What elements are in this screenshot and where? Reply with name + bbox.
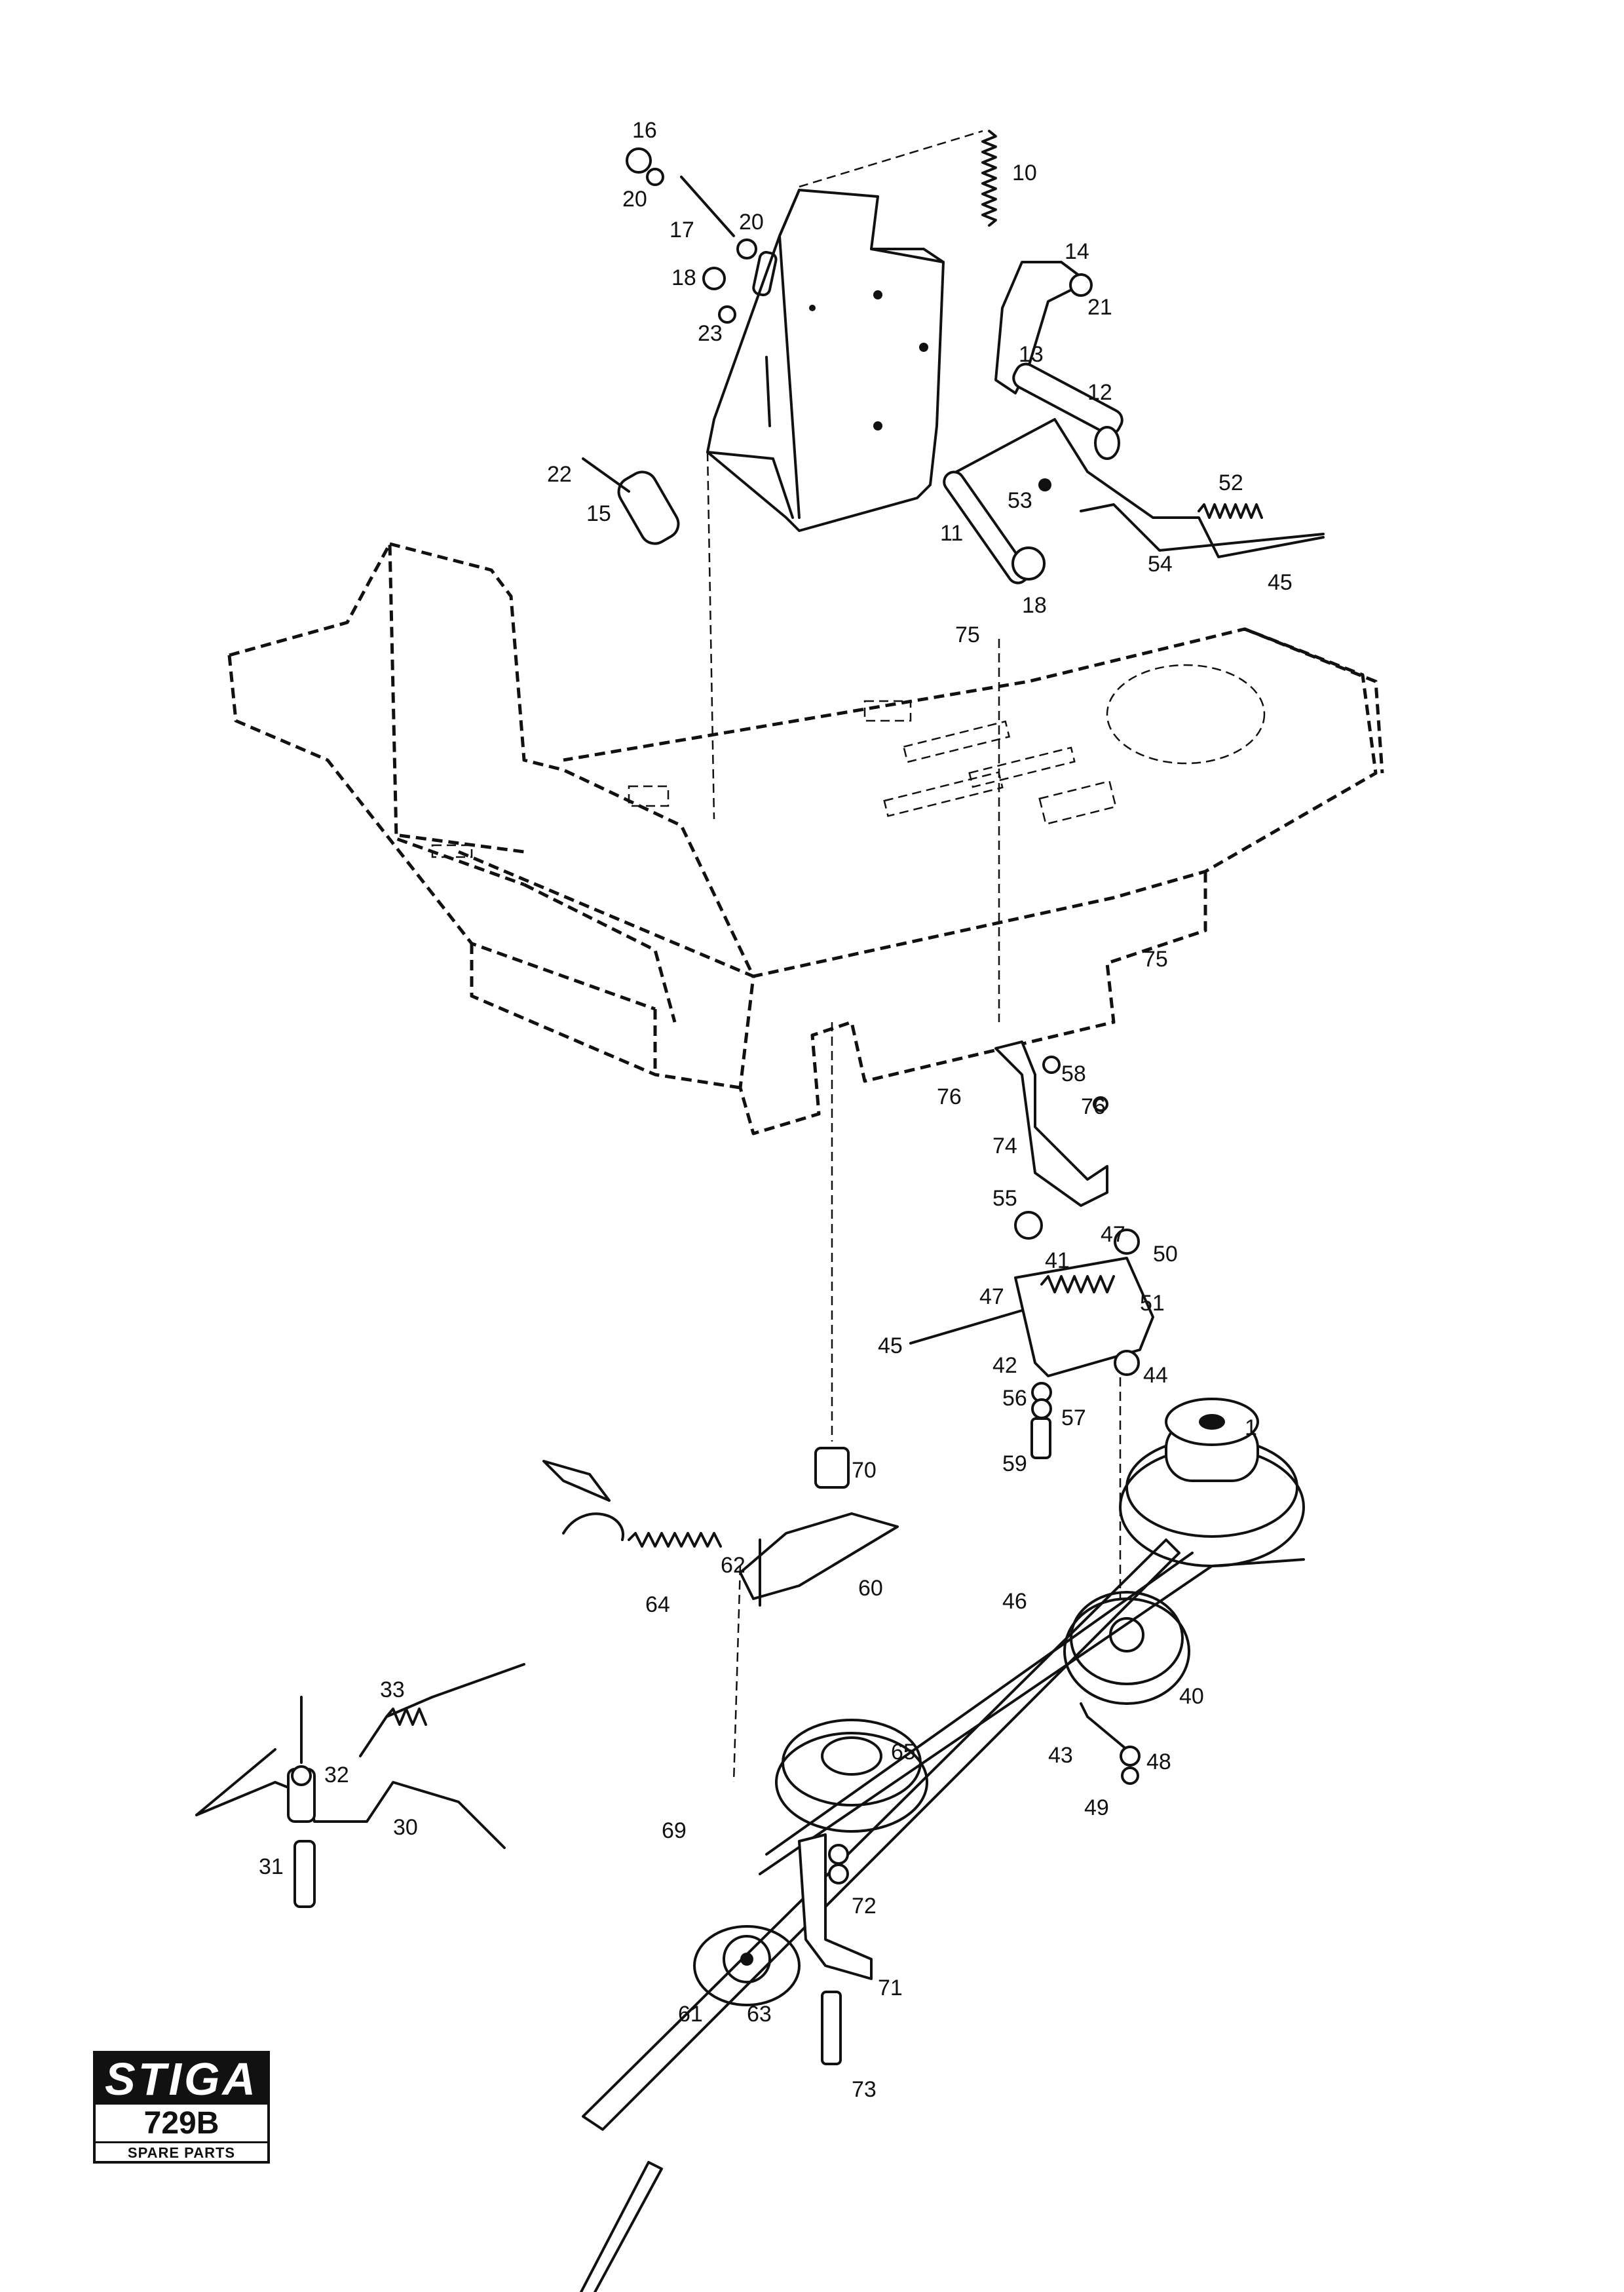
callout: 63 [747,2002,772,2027]
callout: 50 [1153,1242,1178,1267]
callout: 58 [1061,1061,1086,1086]
pulleys-belts [542,1398,1305,2292]
callout: 51 [1140,1291,1165,1316]
callout: 1 [1245,1415,1257,1440]
callout: 40 [1179,1684,1204,1709]
callout: 55 [992,1186,1017,1211]
callout: 15 [586,501,611,526]
callout: 10 [1012,161,1037,185]
callout: 75 [1143,947,1168,972]
callout: 48 [1146,1749,1171,1774]
callout: 56 [1002,1386,1027,1411]
callout: 41 [1045,1248,1070,1273]
steering-console [706,189,945,532]
assembly-guides [706,130,1122,1783]
callout: 33 [380,1677,405,1702]
callout: 52 [1218,470,1243,495]
upper-levers [582,130,1325,584]
callout: 60 [858,1576,883,1601]
callout: 13 [1019,342,1044,367]
callout: 45 [1268,570,1293,595]
callout: 62 [721,1553,746,1578]
callout: 76 [1081,1094,1106,1119]
callout: 14 [1065,239,1089,264]
callout: 30 [393,1815,418,1840]
callout: 47 [979,1284,1004,1309]
callout: 16 [632,118,657,143]
callout: 31 [259,1854,284,1879]
callout: 75 [955,622,980,647]
callout: 49 [1084,1795,1109,1820]
callout: 47 [1101,1222,1125,1247]
callout: 20 [739,210,764,235]
callout: 23 [698,321,723,346]
callout: 53 [1008,488,1032,513]
callout: 32 [324,1763,349,1787]
callout: 11 [940,521,963,546]
callout: 61 [678,2002,703,2027]
chassis-frame [227,542,1384,1136]
callout: 72 [852,1894,877,1919]
spare-parts-caption: SPARE PARTS [127,2145,236,2161]
callout: 71 [878,1976,903,2000]
callout: 21 [1087,295,1112,320]
callout: 65 [891,1740,916,1765]
brand-logo: STIGA [96,2053,267,2105]
callout: 64 [645,1592,670,1617]
callout: 18 [671,265,696,290]
model-number: 729B [96,2106,267,2143]
callout: 69 [662,1818,687,1843]
callout: 17 [670,218,694,242]
callout: 43 [1048,1743,1073,1768]
callout: 42 [992,1353,1017,1378]
stiga-logo-box: STIGA 729B SPARE PARTS [93,2051,270,2164]
callout: 76 [937,1084,962,1109]
callout: 12 [1087,380,1112,405]
callout: 44 [1143,1363,1168,1388]
callout: 70 [852,1458,877,1483]
callout: 73 [852,2077,877,2102]
callout-labels: 16 20 17 20 10 14 21 18 23 13 12 22 15 5… [259,118,1293,2102]
callout: 54 [1148,552,1173,577]
linkage-30-33 [195,1663,525,1908]
callout: 59 [1002,1451,1027,1476]
callout: 20 [622,187,647,212]
callout: 45 [878,1333,903,1358]
tension-brackets [909,1041,1154,1459]
callout: 22 [547,462,572,487]
callout: 74 [992,1134,1017,1158]
callout: 57 [1061,1405,1086,1430]
callout: 46 [1002,1589,1027,1614]
callout: 18 [1022,593,1047,618]
